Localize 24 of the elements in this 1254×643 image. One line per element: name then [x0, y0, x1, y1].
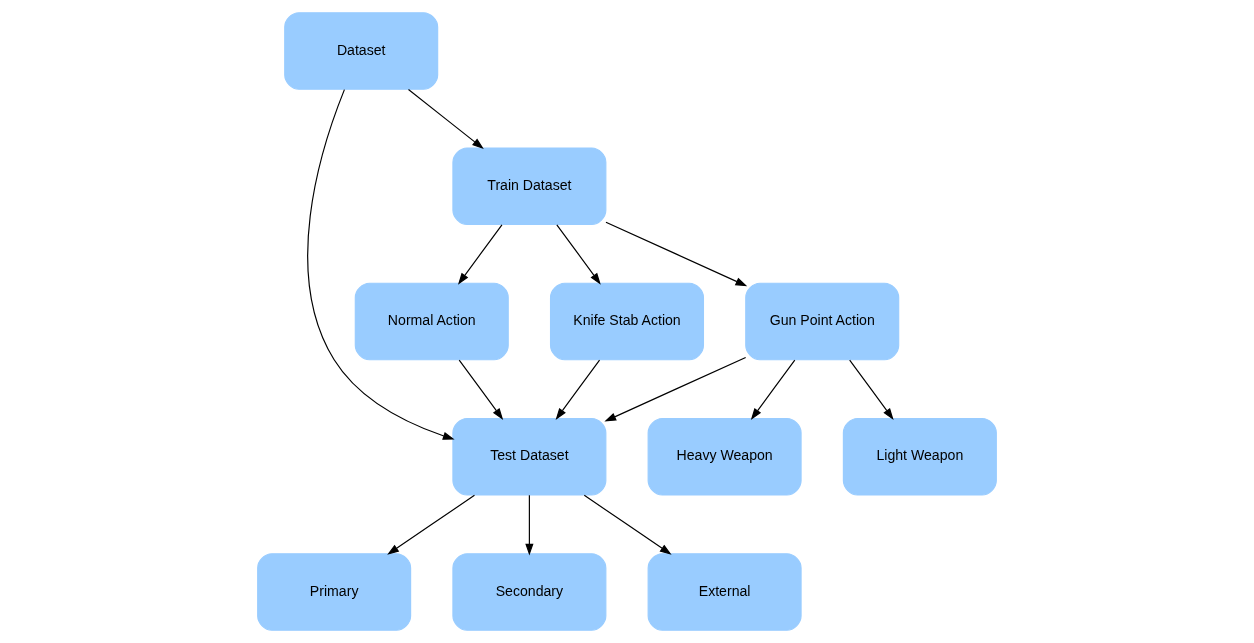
- arrow: [458, 359, 504, 420]
- arrow: [604, 356, 747, 422]
- arrow: [525, 494, 534, 556]
- arrow: [307, 89, 455, 440]
- arrow: [556, 224, 601, 285]
- arrow: [407, 88, 484, 150]
- node-box: Normal Action: [354, 282, 509, 361]
- arrow: [457, 224, 503, 285]
- arrow: [849, 359, 894, 420]
- node-box: Light Weapon: [842, 417, 997, 496]
- arrow: [750, 359, 796, 420]
- node-box: Knife Stab Action: [549, 282, 705, 361]
- node-box: Gun Point Action: [745, 282, 900, 361]
- node-box: External: [647, 553, 802, 631]
- arrow: [583, 494, 672, 555]
- node-box: Test Dataset: [452, 417, 607, 496]
- node-box: Dataset: [284, 12, 439, 90]
- node-box: Primary: [257, 553, 412, 631]
- arrow: [555, 359, 601, 420]
- node-box: Secondary: [452, 553, 607, 631]
- arrow: [605, 221, 748, 287]
- node-box: Heavy Weapon: [647, 417, 802, 496]
- node-box: Train Dataset: [452, 147, 607, 226]
- arrow: [387, 494, 476, 555]
